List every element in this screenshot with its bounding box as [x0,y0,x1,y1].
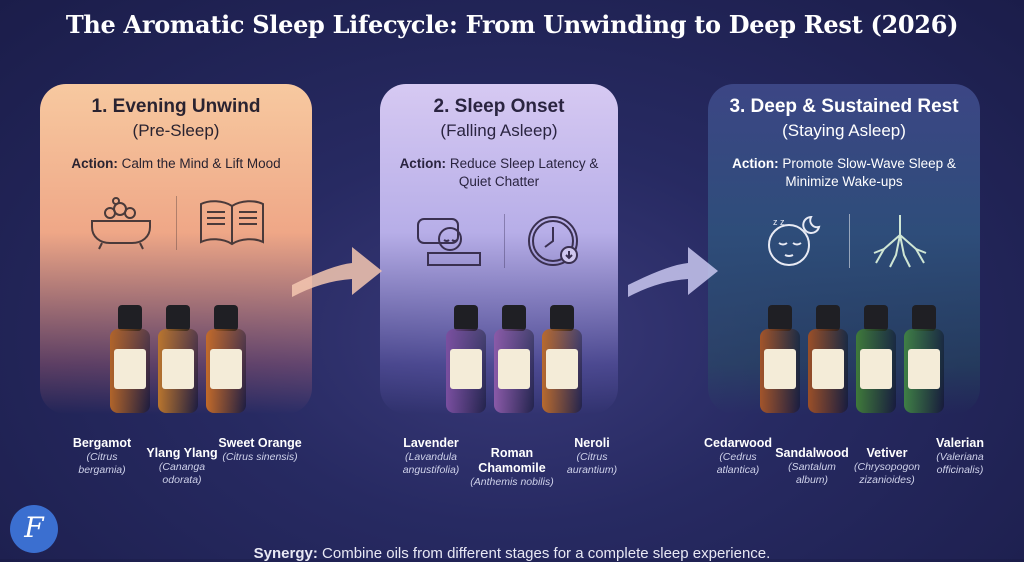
oil-bottle-cedarwood [760,305,800,413]
sleeping-person-icon [416,218,481,267]
page-title: The Aromatic Sleep Lifecycle: From Unwin… [65,10,959,39]
stage-subheading: (Pre-Sleep) [132,121,220,140]
stage-subheading: (Falling Asleep) [440,121,558,140]
stage-action: Action: Promote Slow-Wave Sleep & Minimi… [732,156,956,190]
oil-bottle-roman-chamomile [494,305,534,413]
stage-heading: 2. Sleep Onset [433,96,565,117]
sleeping-face-moon-icon: z z [767,216,820,267]
oil-bottles-stage3 [760,305,944,413]
oil-name-ylang-ylang: Ylang Ylang(Cananga odorata) [146,446,218,486]
oil-bottles-stage1 [110,305,246,413]
oil-bottle-sweet-orange [206,305,246,413]
oil-bottles-stage2 [446,305,582,413]
oil-name-valerian: Valerian(Valeriana officinalis) [936,436,984,476]
clock-icon [527,216,578,267]
oil-name-vetiver: Vetiver(Chrysopogon zizanioides) [854,446,920,486]
synergy-footer: Synergy: Combine oils from different sta… [253,545,771,562]
arrow-stage1-to-stage2 [292,247,382,297]
roots-icon [873,215,926,268]
oil-name-lavender: Lavender(Lavandula angustifolia) [402,436,460,476]
bathtub-icon [90,197,151,250]
oil-name-sandalwood: Sandalwood(Santalum album) [775,446,849,486]
arrow-stage2-to-stage3 [628,247,718,297]
oil-bottle-vetiver [856,305,896,413]
oil-bottle-ylang-ylang [158,305,198,413]
oil-bottle-valerian [904,305,944,413]
stage-subheading: (Staying Asleep) [782,121,906,140]
oil-bottle-sandalwood [808,305,848,413]
brand-logo: F [10,505,58,553]
oil-bottle-bergamot [110,305,150,413]
open-book-icon [199,200,264,246]
stage-action: Action: Reduce Sleep Latency & Quiet Cha… [399,156,599,190]
stage-action: Action: Calm the Mind & Lift Mood [71,156,281,171]
oil-name-sweet-orange: Sweet Orange(Citrus sinensis) [218,436,302,463]
oil-name-roman-chamomile: Roman Chamomile(Anthemis nobilis) [470,446,554,488]
svg-text:z z: z z [773,217,785,227]
oil-name-bergamot: Bergamot(Citrus bergamia) [72,436,132,476]
stage-heading: 3. Deep & Sustained Rest [729,96,959,117]
oil-name-neroli: Neroli(Citrus aurantium) [566,436,618,476]
oil-name-cedarwood: Cedarwood(Cedrus atlantica) [703,436,773,476]
oil-bottle-lavender [446,305,486,413]
stage-heading: 1. Evening Unwind [91,96,261,117]
oil-bottle-neroli [542,305,582,413]
